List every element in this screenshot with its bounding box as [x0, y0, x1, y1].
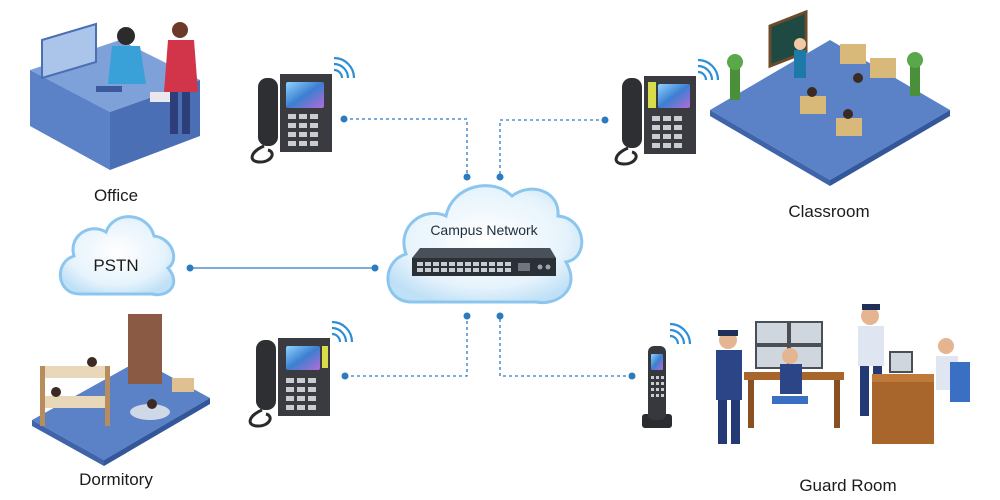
- dect-handset-icon: [642, 322, 692, 428]
- link-office-phone: [344, 118, 468, 177]
- wifi-signal-icon: [697, 58, 720, 81]
- office-desk-phone-icon: [250, 56, 356, 164]
- classroom-label: Classroom: [788, 202, 870, 221]
- link-guardroom-dect: [499, 316, 632, 377]
- classroom-scene-illustration: [710, 9, 950, 186]
- guard-room-scene-illustration: [716, 304, 970, 444]
- network-switch-icon: [412, 248, 556, 276]
- guard-room-label: Guard Room: [799, 476, 897, 495]
- dormitory-desk-phone-icon: [248, 320, 354, 428]
- pstn-cloud-icon: [58, 215, 176, 297]
- link-dormitory-phone: [345, 316, 468, 377]
- wifi-signal-icon: [333, 56, 356, 79]
- link-classroom-phone: [499, 119, 605, 177]
- office-scene-illustration: [30, 22, 200, 170]
- campus-cloud-icon: [386, 184, 584, 305]
- dormitory-scene-illustration: [32, 314, 210, 466]
- classroom-desk-phone-icon: [614, 58, 720, 166]
- campus-network-title: Campus Network: [430, 222, 538, 238]
- wifi-signal-icon: [669, 322, 692, 345]
- connection-dots: [186, 115, 636, 380]
- office-label: Office: [93, 186, 139, 205]
- wifi-signal-icon: [331, 320, 354, 343]
- dormitory-label: Dormitory: [79, 470, 153, 489]
- pstn-label: PSTN: [93, 256, 139, 275]
- connection-lines: [190, 118, 632, 377]
